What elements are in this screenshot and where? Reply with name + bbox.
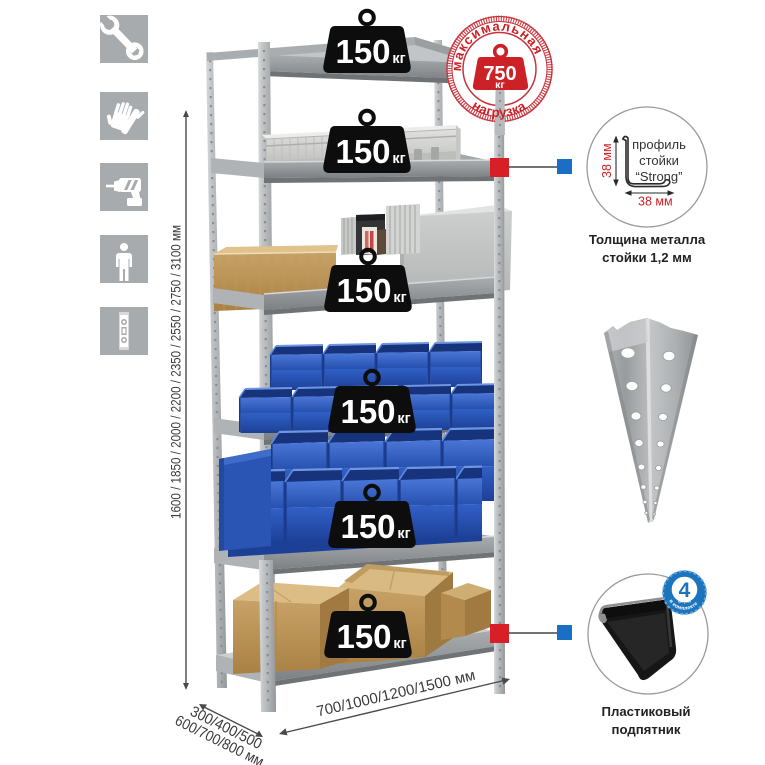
svg-text:Толщина металла: Толщина металла <box>589 232 706 247</box>
svg-text:Пластиковый: Пластиковый <box>601 704 690 719</box>
svg-text:“Strong”: “Strong” <box>636 169 683 184</box>
svg-text:стойки: стойки <box>639 153 679 168</box>
svg-text:подпятник: подпятник <box>611 722 680 737</box>
svg-text:стойки 1,2 мм: стойки 1,2 мм <box>602 250 692 265</box>
svg-text:750: 750 <box>483 63 516 85</box>
svg-text:кг: кг <box>495 79 505 91</box>
svg-text:1600 / 1850 / 2000 / 2200 / 23: 1600 / 1850 / 2000 / 2200 / 2350 / 2550 … <box>169 225 184 519</box>
svg-text:38 мм: 38 мм <box>638 195 673 209</box>
svg-text:штуки: штуки <box>678 599 691 604</box>
svg-text:4: 4 <box>679 579 691 602</box>
svg-text:профиль: профиль <box>632 137 686 152</box>
svg-text:нагрузка: нагрузка <box>469 98 528 121</box>
svg-text:38 мм: 38 мм <box>600 143 614 178</box>
